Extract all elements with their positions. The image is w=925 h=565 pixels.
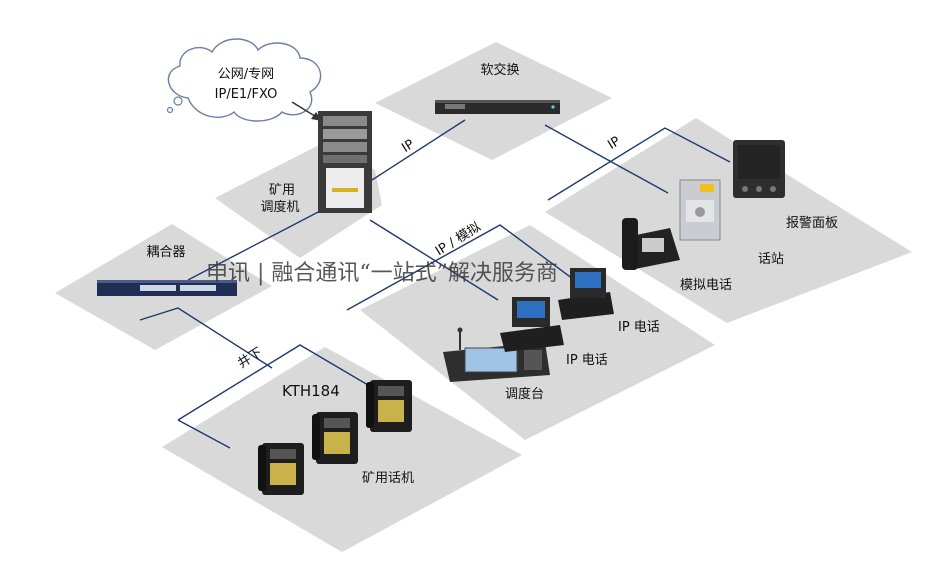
mine-phone-2-icon — [312, 412, 358, 464]
mine-phone-1-icon — [258, 443, 304, 495]
line-right-ip — [547, 127, 731, 201]
label-ip-phone-2: IP 电话 — [618, 320, 660, 335]
cloud-line-2: IP/E1/FXO — [215, 87, 278, 102]
line-dispatcher-console — [369, 219, 499, 301]
cloud-line-1: 公网/专网 — [218, 67, 274, 82]
line-dispatcher-softswitch — [371, 119, 466, 181]
label-link-underground: 井下 — [235, 345, 265, 372]
label-softswitch: 软交换 — [480, 62, 519, 78]
dispatch-console-icon — [443, 327, 550, 382]
label-alarm-panel: 报警面板 — [786, 215, 838, 231]
cloud-tail-large — [173, 96, 183, 106]
cloud: 公网/专网 IP/E1/FXO — [166, 38, 322, 122]
ip-phone-2-icon — [558, 268, 614, 320]
label-dispatcher-line1: 矿用 — [269, 183, 295, 198]
label-mine-phone: 矿用话机 — [362, 471, 414, 486]
alarm-panel-icon — [733, 140, 785, 198]
dispatcher-cabinet-icon — [318, 111, 372, 213]
line-softswitch-right — [544, 124, 669, 194]
watermark: 申讯 | 融合通讯“一站式”解决服务商 — [206, 261, 558, 286]
analog-phone-icon — [622, 218, 680, 270]
line-coupler-down — [139, 307, 273, 369]
line-ip-analog — [346, 224, 593, 311]
cloud-tail-small — [166, 106, 174, 114]
line-dispatcher-coupler — [187, 209, 323, 281]
mine-phone-3-icon — [366, 380, 412, 432]
label-ip-phone-1: IP 电话 — [566, 353, 608, 368]
cloud-icon — [167, 38, 322, 122]
connection-lines — [139, 119, 731, 449]
label-kth184: KTH184 — [282, 382, 340, 400]
softswitch-device-icon — [435, 100, 560, 114]
coupler-device-icon — [97, 280, 237, 296]
label-coupler: 耦合器 — [146, 245, 185, 260]
label-link-ip-right: IP — [605, 134, 623, 153]
line-underground — [177, 344, 369, 421]
label-console: 调度台 — [505, 386, 544, 402]
label-intercom: 话站 — [758, 252, 784, 267]
ip-phone-1-icon — [500, 297, 564, 352]
platform-right — [545, 118, 912, 323]
label-analog-phone: 模拟电话 — [680, 278, 732, 293]
line-underground-down — [177, 419, 231, 449]
label-dispatcher-line2: 调度机 — [260, 199, 299, 215]
intercom-station-icon — [679, 179, 721, 241]
